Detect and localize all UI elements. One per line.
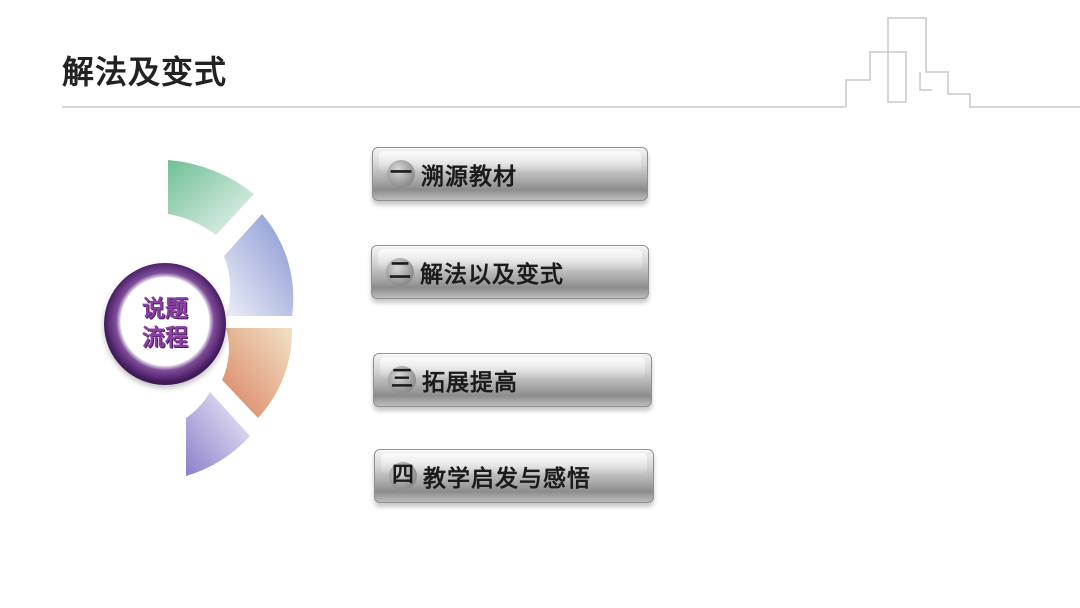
header-divider — [62, 17, 1080, 108]
slide-title: 解法及变式 — [62, 53, 228, 91]
wheel-hub-ring — [104, 263, 226, 385]
menu-item-label: 教学启发与感悟 — [423, 466, 591, 492]
hub-line-2: 流程 — [142, 325, 188, 351]
menu-item-teaching-reflection[interactable]: 四 教学启发与感悟 — [374, 449, 654, 503]
menu-item-number: 三 — [388, 366, 416, 394]
menu-item-solutions-variants[interactable]: 二 解法以及变式 — [371, 245, 649, 299]
menu-item-number: 一 — [387, 160, 415, 188]
wheel-segment-purple — [186, 392, 250, 476]
menu-item-label: 解法以及变式 — [420, 262, 564, 288]
process-wheel — [168, 160, 294, 476]
menu-item-label: 溯源教材 — [421, 164, 517, 190]
wheel-segment-blue — [224, 214, 294, 316]
menu-item-label: 拓展提高 — [422, 370, 518, 396]
wheel-segment-green — [168, 160, 254, 235]
city-skyline-icon — [845, 17, 1080, 108]
menu-item-number: 四 — [389, 462, 417, 490]
menu-item-extension[interactable]: 三 拓展提高 — [373, 353, 652, 407]
wheel-segment-orange — [222, 328, 293, 418]
menu-item-source-textbook[interactable]: 一 溯源教材 — [372, 147, 648, 201]
menu-item-number: 二 — [386, 258, 414, 286]
hub-line-1: 说题 — [142, 296, 188, 322]
wheel-hub-label: 说题 流程 — [104, 263, 226, 385]
